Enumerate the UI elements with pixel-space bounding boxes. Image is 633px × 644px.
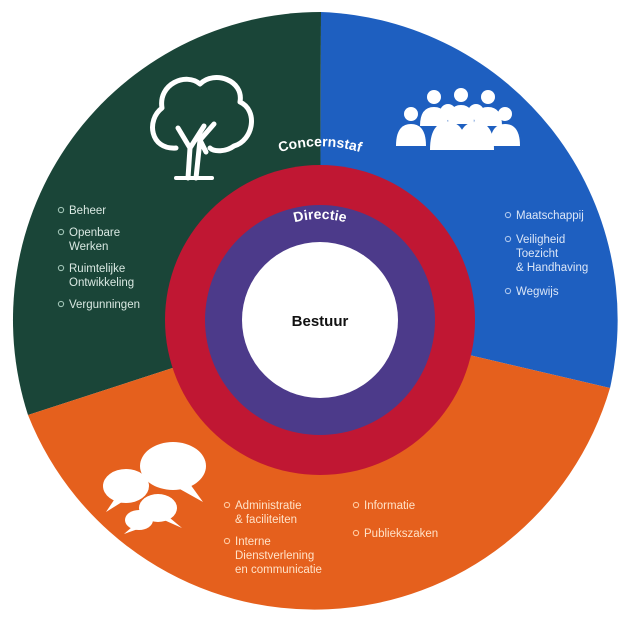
list-item-line: Werken [69,241,108,253]
list-item-line: en communicatie [235,564,322,576]
list-item-line: Publiekszaken [364,528,438,540]
bestuur-center [242,242,398,398]
list-item-line: Toezicht [516,248,559,260]
list-item-line: Openbare [69,227,120,239]
bestuur-label: Bestuur [292,313,349,330]
list-item-line: Maatschappij [516,210,584,222]
tree-icon [150,75,254,181]
directie-label: Directie [292,206,349,225]
green-item-list: BeheerOpenbareWerkenRuimtelijkeOntwikkel… [57,205,140,311]
concernstaf-label: Concernstaf [276,133,364,155]
people-group-icon [396,88,520,150]
list-item-line: Informatie [364,500,415,512]
bullet-icon [57,228,65,236]
bullet-icon [504,235,512,243]
list-item-line: & Handhaving [516,262,588,274]
list-item-line: Ontwikkeling [69,277,134,289]
bullet-icon [504,287,512,295]
list-item-line: & faciliteiten [235,514,297,526]
bullet-icon [223,537,231,545]
bullet-icon [352,501,360,509]
bullet-icon [57,206,65,214]
list-item-line: Dienstverlening [235,550,314,562]
list-item-line: Veiligheid [516,234,565,246]
list-item-line: Beheer [69,205,106,217]
list-item-line: Ruimtelijke [69,263,125,275]
bullet-icon [57,264,65,272]
speech-bubbles-icon [103,442,206,534]
bullet-icon [223,501,231,509]
bullet-icon [504,211,512,219]
list-item-line: Wegwijs [516,286,559,298]
orange-item-list-left: Administratie & faciliteitenInterneDienst… [223,500,322,576]
list-item-line: Administratie [235,500,301,512]
list-item-line: Vergunningen [69,299,140,311]
bullet-icon [57,300,65,308]
list-item-line: Interne [235,536,271,548]
bullet-icon [352,529,360,537]
